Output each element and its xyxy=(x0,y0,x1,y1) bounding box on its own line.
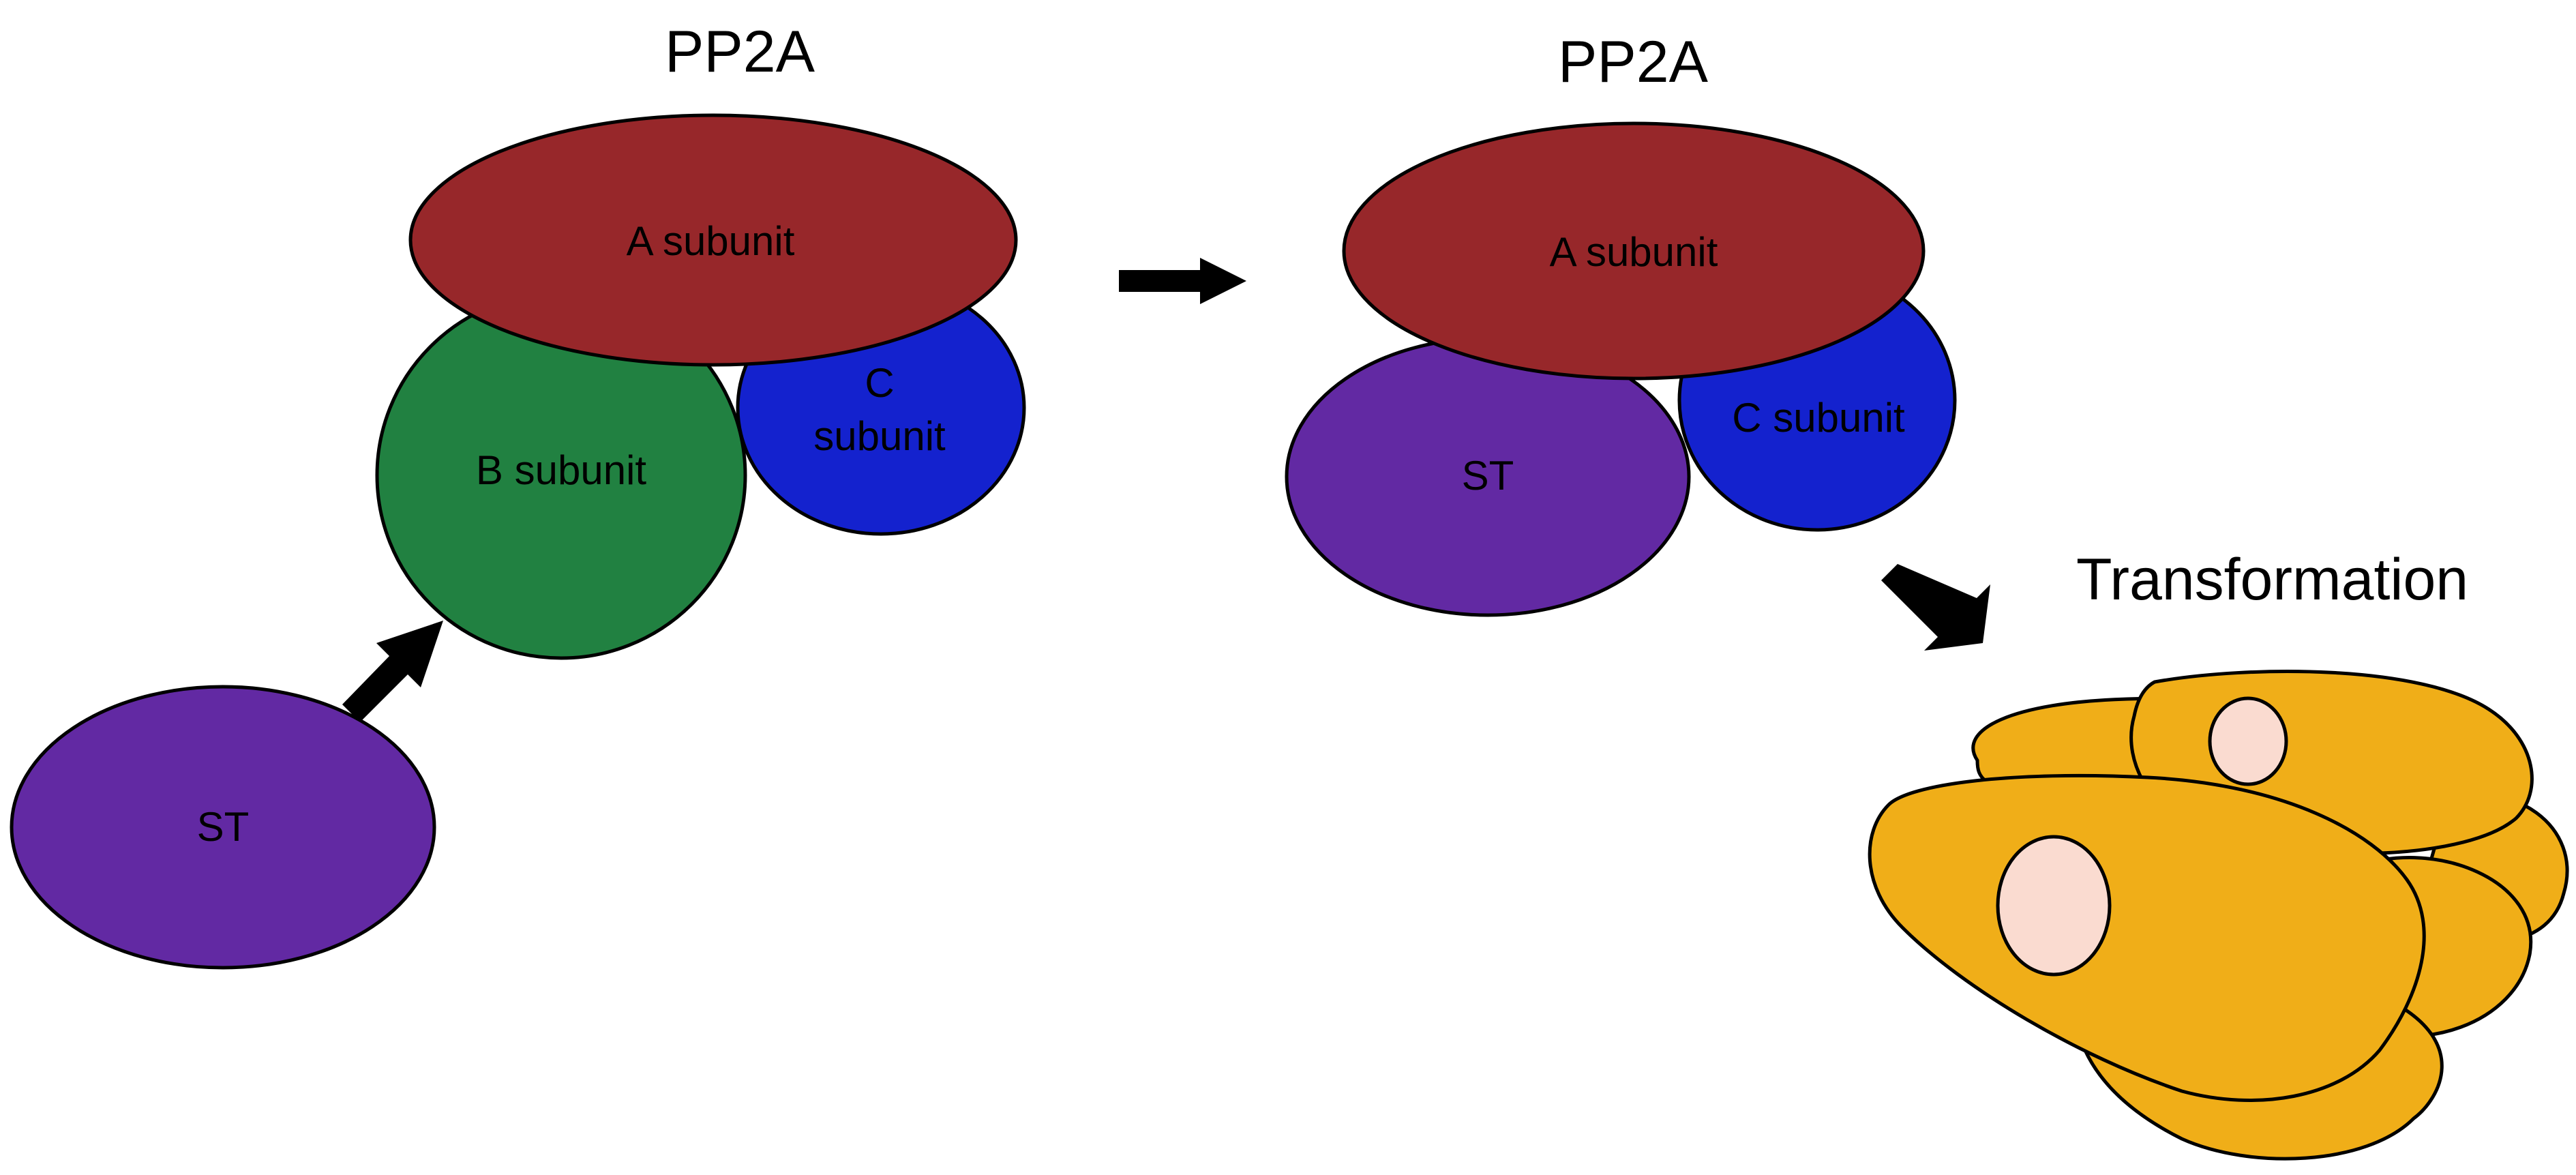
cell-front xyxy=(1868,773,2426,1102)
left-c-subunit-label-line1: C xyxy=(865,360,894,406)
left-pp2a-title: PP2A xyxy=(665,19,815,85)
left-st: ST xyxy=(10,685,436,970)
transformed-cells xyxy=(1868,670,2569,1161)
right-st-label: ST xyxy=(1462,453,1514,499)
left-pp2a-complex: PP2A C subunit B subunit A subunit xyxy=(375,19,1026,660)
right-pp2a-title: PP2A xyxy=(1558,29,1709,95)
arrow-to-transformation xyxy=(1881,564,1990,651)
left-a-subunit-label: A subunit xyxy=(627,218,795,264)
transformation-label: Transformation xyxy=(2076,547,2468,612)
right-a-subunit xyxy=(1342,121,1926,381)
left-st-label: ST xyxy=(197,804,250,850)
left-a-subunit xyxy=(408,113,1018,367)
nucleus-front xyxy=(1996,835,2112,977)
left-st-shape xyxy=(10,685,436,970)
arrow-st-to-b-subunit xyxy=(342,621,443,722)
nucleus-top xyxy=(2208,696,2288,786)
left-c-subunit-label-line2: subunit xyxy=(813,413,946,459)
right-c-subunit-label: C subunit xyxy=(1732,395,1905,441)
right-a-subunit-label: A subunit xyxy=(1550,229,1718,275)
right-pp2a-complex: PP2A C subunit ST A subunit xyxy=(1285,29,1957,617)
left-b-subunit-label: B subunit xyxy=(476,447,646,493)
arrow-to-right-complex xyxy=(1119,258,1246,304)
